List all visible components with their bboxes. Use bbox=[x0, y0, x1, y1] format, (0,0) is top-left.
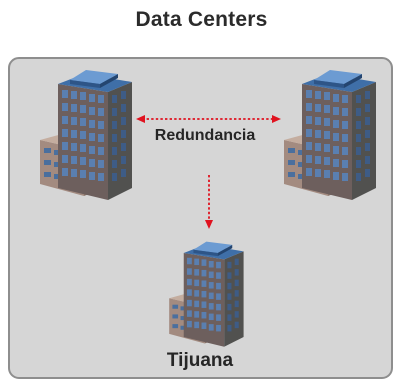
office-building-icon bbox=[40, 70, 132, 200]
replication-arrow-down bbox=[205, 220, 213, 229]
tijuana-label: Tijuana bbox=[166, 350, 234, 371]
office-building-icon bbox=[284, 70, 376, 200]
diagram-title: Data Centers bbox=[135, 8, 268, 31]
redundancy-label: Redundancia bbox=[154, 127, 256, 144]
office-building-icon bbox=[169, 241, 244, 347]
redundancy-arrow-left bbox=[136, 115, 145, 123]
redundancy-arrow-right bbox=[272, 115, 281, 123]
